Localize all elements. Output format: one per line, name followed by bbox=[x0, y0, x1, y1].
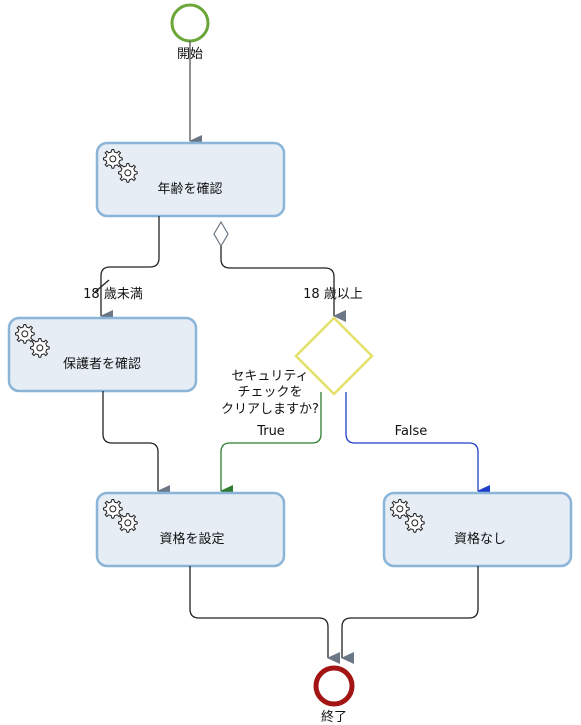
flow-over-18[interactable] bbox=[220, 246, 346, 322]
task-check-guardian-label: 保護者を確認 bbox=[63, 356, 141, 372]
gateway-question-line3: クリアしますか? bbox=[221, 402, 319, 417]
task-no-eligibility-label: 資格なし bbox=[454, 531, 506, 547]
task-check-age-label: 年齢を確認 bbox=[157, 181, 222, 197]
task-set-eligibility[interactable]: 資格を設定 bbox=[95, 491, 286, 568]
task-check-age[interactable]: 年齢を確認 bbox=[95, 141, 286, 218]
exclusive-gateway[interactable] bbox=[294, 316, 374, 396]
flow-true[interactable] bbox=[220, 392, 322, 497]
task-check-guardian[interactable]: 保護者を確認 bbox=[7, 316, 198, 393]
gateway-question-line2: チェックを bbox=[237, 385, 302, 400]
start-event[interactable] bbox=[170, 3, 210, 43]
flow-guardian-to-set[interactable] bbox=[102, 391, 170, 497]
flow-under-18[interactable] bbox=[100, 216, 160, 322]
gateway-question-line1: セキュリティ bbox=[231, 369, 308, 384]
flow-no-to-end[interactable] bbox=[341, 566, 479, 664]
end-event[interactable] bbox=[313, 665, 355, 707]
default-flow-marker bbox=[213, 220, 229, 248]
end-event-label: 終了 bbox=[321, 709, 347, 725]
flow-false-label: False bbox=[395, 424, 428, 439]
flow-under-18-label: 18 歳未満 bbox=[83, 287, 143, 302]
flow-true-label: True bbox=[256, 424, 285, 439]
task-set-eligibility-label: 資格を設定 bbox=[159, 531, 224, 547]
flow-slash-marker bbox=[94, 279, 110, 293]
flow-over-18-label: 18 歳以上 bbox=[303, 287, 363, 302]
task-no-eligibility[interactable]: 資格なし bbox=[382, 491, 573, 568]
flow-set-to-end[interactable] bbox=[189, 566, 340, 664]
flow-false[interactable] bbox=[345, 392, 490, 497]
